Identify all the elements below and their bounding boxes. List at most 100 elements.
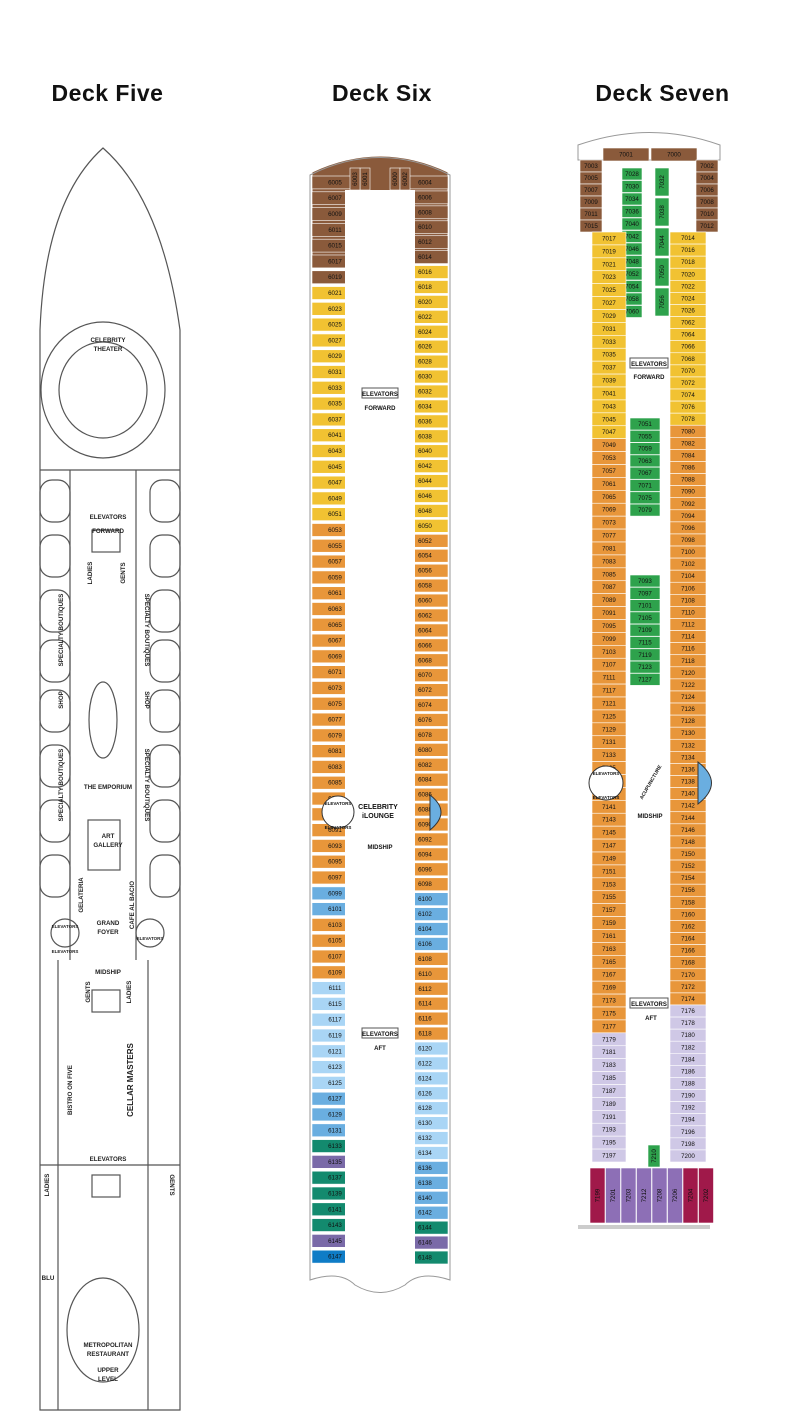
- d7-elev-side-1: ELEVATORS: [593, 771, 620, 776]
- d7-cabin-left: 7169: [602, 985, 616, 992]
- d7-bow-right: 7002: [700, 163, 714, 170]
- d6-cabin-left: 6107: [328, 954, 342, 961]
- d7-inner-cabin: 7067: [638, 470, 652, 477]
- d6-cabin-left: 6041: [328, 432, 342, 439]
- d6-cabin-right: 6096: [418, 866, 432, 873]
- d7-spa-cabin-vertical-box[interactable]: [654, 227, 670, 257]
- d6-cabin-left: 6101: [328, 906, 342, 913]
- d7-bow-top-right-box[interactable]: [650, 147, 698, 162]
- d6-cabin-left: 6091: [328, 827, 342, 834]
- d7-spa-cabin-vertical-box[interactable]: [654, 167, 670, 197]
- d7-bow-top-left-box[interactable]: [602, 147, 650, 162]
- d7-cabin-right: 7182: [681, 1044, 695, 1051]
- d6-cabin-right: 6144: [418, 1225, 432, 1232]
- d7-spa-cabin-box[interactable]: [621, 192, 643, 206]
- d6-cabin-left: 6131: [328, 1127, 342, 1134]
- d7-cabin-left: 7035: [602, 352, 616, 359]
- d6-cabin-left: 6021: [328, 290, 342, 297]
- d7-cabin-right: 7112: [681, 622, 695, 629]
- d7-inner-cabin-box[interactable]: [629, 599, 661, 612]
- cafe-label: CAFE AL BACIO: [129, 881, 136, 929]
- d7-stern-cabin: 7204: [688, 1188, 695, 1202]
- d7-spa-cabin-box[interactable]: [621, 180, 643, 193]
- d7-spa-cabin-vertical-box[interactable]: [654, 287, 670, 317]
- d7-stern-cabin-box[interactable]: [589, 1167, 606, 1224]
- d7-cabin-right: 7164: [681, 936, 695, 943]
- d7-inner-cabin-box[interactable]: [629, 660, 661, 674]
- ladies-fwd-label: LADIES: [87, 562, 94, 585]
- d7-cabin-right: 7176: [681, 1008, 695, 1015]
- d6-cabin-right: 6052: [418, 538, 432, 545]
- d6-cabin-right: 6108: [418, 956, 432, 963]
- d6-cabin-left: 6077: [328, 717, 342, 724]
- d7-stern-cabin-box[interactable]: [698, 1167, 714, 1224]
- d7-spa-cabin-box[interactable]: [621, 205, 643, 218]
- d6-cabin-left: 6099: [328, 890, 342, 897]
- d7-spa-cabin-box[interactable]: [621, 217, 643, 231]
- d7-cabin-left: 7103: [602, 649, 616, 656]
- d7-cabin-left: 7049: [602, 442, 616, 449]
- d7-cabin-right: 7088: [681, 477, 695, 484]
- d7-stern-small-box[interactable]: [647, 1144, 661, 1168]
- deck-seven-title: Deck Seven: [595, 80, 730, 106]
- d7-spa-cabin-box[interactable]: [621, 167, 643, 181]
- d7-stern-cabin-box[interactable]: [636, 1167, 652, 1224]
- d7-stern-cabin: 7199: [595, 1188, 602, 1202]
- d7-inner-cabin-box[interactable]: [629, 503, 661, 517]
- d7-cabin-right: 7156: [681, 887, 695, 894]
- d7-cabin-right-box[interactable]: [669, 1149, 707, 1163]
- d7-cabin-left: 7069: [602, 507, 616, 514]
- d7-aft-label: AFT: [645, 1016, 657, 1022]
- d6-aft-elevators-label: ELEVATORS: [362, 1032, 398, 1038]
- d7-bow-top-right: 7000: [667, 152, 681, 159]
- d7-cabin-right: 7126: [681, 706, 695, 713]
- d7-cabin-left: 7133: [602, 752, 616, 759]
- d7-stern-cabin-box[interactable]: [605, 1167, 621, 1224]
- d7-stern-small: 7210: [651, 1149, 658, 1163]
- d7-cabin-left: 7019: [602, 248, 616, 255]
- d7-cabin-left: 7073: [602, 520, 616, 527]
- d7-inner-cabin-box[interactable]: [629, 454, 661, 468]
- d6-cabin-left: 6119: [328, 1032, 342, 1039]
- d7-inner-cabin-box[interactable]: [629, 491, 661, 505]
- d7-stern-cabin-box[interactable]: [682, 1167, 699, 1224]
- lifeboat: [149, 854, 181, 898]
- d7-stern-cabin-box[interactable]: [667, 1167, 683, 1224]
- d6-cabin-left: 6125: [328, 1080, 342, 1087]
- d7-cabin-left: 7193: [602, 1127, 616, 1134]
- restaurant-outline: [66, 1277, 140, 1383]
- d7-spa-cabin-vertical: 7050: [659, 265, 666, 279]
- d6-cabin-right: 6030: [418, 374, 432, 381]
- d7-inner-cabin: 7051: [638, 421, 652, 428]
- d7-inner-cabin-box[interactable]: [629, 429, 661, 443]
- d7-spa-cabin-vertical-box[interactable]: [654, 257, 670, 287]
- d7-cabin-right: 7142: [681, 803, 695, 810]
- d6-elev-circle: [321, 795, 355, 829]
- d7-cabin-right: 7118: [681, 658, 695, 665]
- d7-cabin-right: 7154: [681, 875, 695, 882]
- d7-stern-cabin-box[interactable]: [620, 1167, 637, 1224]
- d7-cabin-right: 7168: [681, 960, 695, 967]
- d7-spa-cabin: 7048: [625, 259, 639, 266]
- d7-cabin-right: 7070: [681, 368, 695, 375]
- d7-spa-cabin-vertical-box[interactable]: [654, 197, 670, 227]
- restaurant-label: RESTAURANT: [87, 1351, 129, 1358]
- d6-cabin-left: 6081: [328, 748, 342, 755]
- d7-cabin-left: 7065: [602, 494, 616, 501]
- d7-bow-right-box[interactable]: [695, 219, 719, 233]
- d7-inner-cabin-box[interactable]: [629, 673, 661, 686]
- d7-spa-cabin: 7052: [625, 271, 639, 278]
- d7-cabin-left: 7165: [602, 959, 616, 966]
- d7-inner-cabin: 7127: [638, 676, 652, 683]
- d6-cabin-right: 6148: [418, 1255, 432, 1262]
- d7-stern-cabin: 7202: [703, 1188, 710, 1202]
- d7-stern-cabin-box[interactable]: [651, 1167, 668, 1224]
- d7-inner-cabin: 7071: [638, 483, 652, 490]
- d7-spa-cabin-vertical: 7044: [659, 235, 666, 249]
- d6-cabin-left: 6111: [329, 985, 342, 992]
- d7-cabin-left-box[interactable]: [591, 1148, 627, 1163]
- d7-bow-left-box[interactable]: [579, 219, 603, 233]
- d7-cabin-left: 7173: [602, 998, 616, 1005]
- d7-cabin-left: 7197: [602, 1153, 616, 1160]
- d7-cabin-right: 7194: [681, 1117, 695, 1124]
